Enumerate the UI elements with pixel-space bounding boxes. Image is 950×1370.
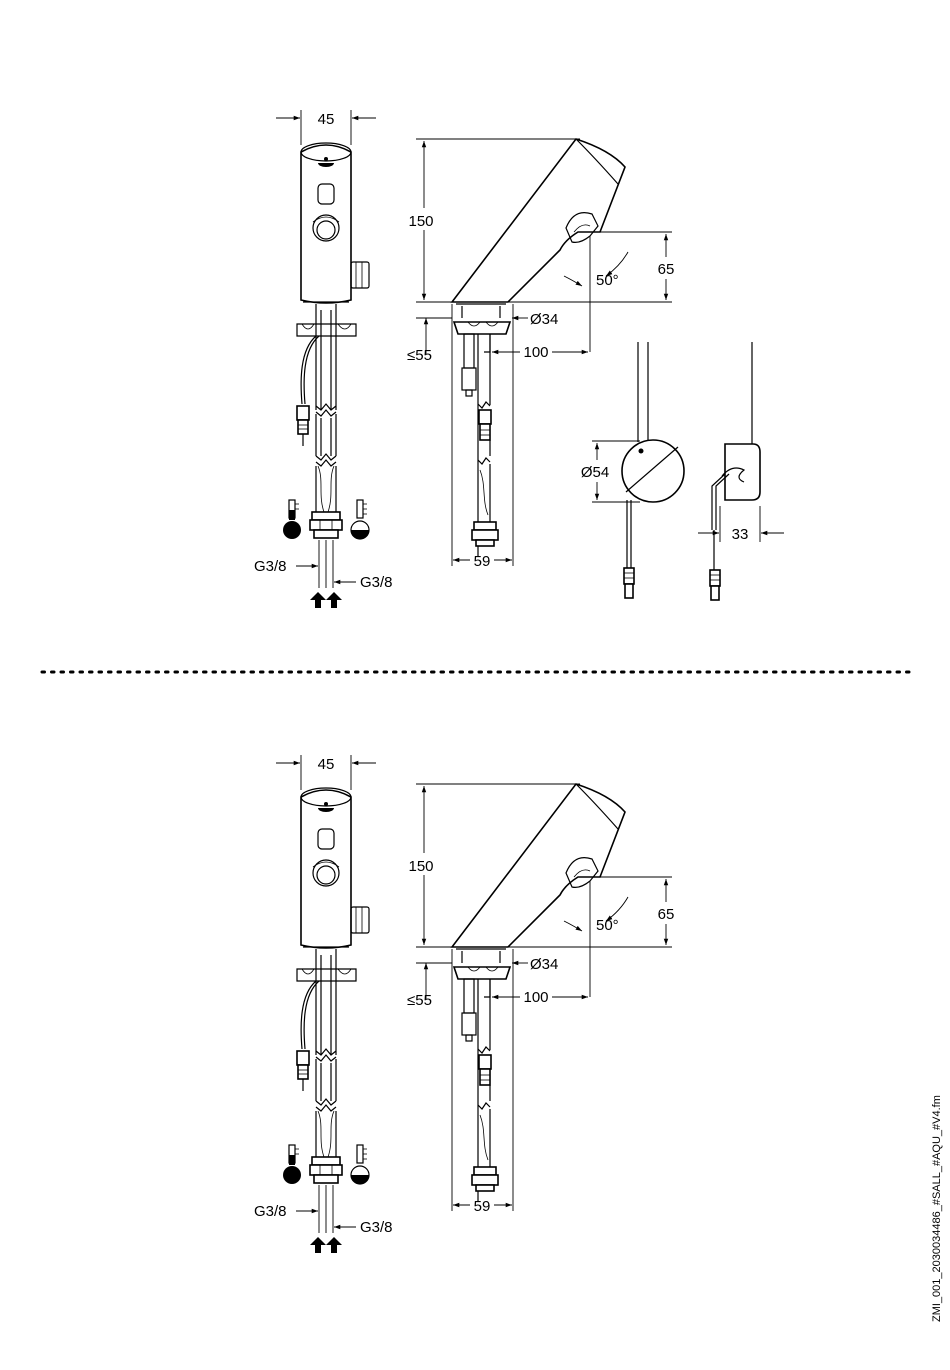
dimension-front-width: 45: [318, 111, 335, 128]
dimension-total-height-lower: 150: [408, 858, 433, 875]
dimension-side-width-lower: 59: [474, 1198, 491, 1215]
dimension-depth-below-lower: ≤55: [407, 992, 432, 1009]
angle-label: 50°: [596, 272, 619, 289]
drawing-block-top: 45: [254, 110, 680, 608]
angle-label-lower: 50°: [596, 917, 619, 934]
thread-right-label: G3/8: [360, 574, 393, 591]
drawing-block-bottom: 45: [254, 755, 680, 1253]
sensor-side-view: 33: [698, 342, 784, 600]
dimension-front-width-lower: 45: [318, 756, 335, 773]
dimension-total-height: 150: [408, 213, 433, 230]
dimension-base-diameter-lower: Ø34: [530, 956, 558, 973]
file-reference: ZMI_001_2030034486_#SALL_#AQU_#V4.fm: [931, 1095, 943, 1322]
dimension-side-width: 59: [474, 553, 491, 570]
thread-left-label: G3/8: [254, 558, 287, 575]
thread-right-label-lower: G3/8: [360, 1219, 393, 1236]
thread-left-label-lower: G3/8: [254, 1203, 287, 1220]
side-view: 150 65 50°: [405, 139, 680, 570]
dimension-base-diameter: Ø34: [530, 311, 558, 328]
front-view: 45: [254, 110, 393, 608]
dimension-reach-lower: 100: [523, 989, 548, 1006]
dimension-sensor-side-width: 33: [732, 526, 749, 543]
side-view-lower: 150 65 50° Ø34 ≤55: [405, 784, 680, 1215]
sensor-front-view: Ø54: [578, 342, 684, 598]
dimension-sensor-height-lower: 65: [658, 906, 675, 923]
dimension-reach: 100: [523, 344, 548, 361]
front-view-lower: 45: [254, 755, 393, 1253]
dimension-sensor-diameter: Ø54: [581, 464, 609, 481]
dimension-depth-below: ≤55: [407, 347, 432, 364]
dimension-sensor-height: 65: [658, 261, 675, 278]
